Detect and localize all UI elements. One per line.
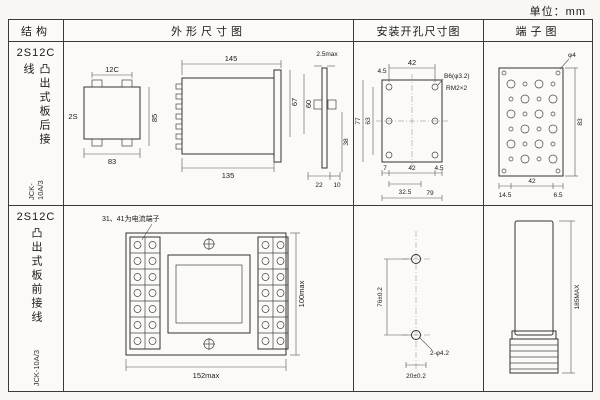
dim-front-width: 83	[108, 157, 116, 166]
outline-drawing-row1: 12C 2S 83 85 145	[68, 51, 350, 189]
outline-cell-row2: 31、41为电流端子	[64, 206, 354, 391]
terminal-plate: φ4 83 14.5 42 6.5	[498, 52, 584, 199]
side-view: 145 135 67 60	[175, 54, 313, 180]
dim-bot-a: 32.5	[399, 189, 412, 196]
dim-terminal-a: 14.5	[499, 192, 512, 199]
dim-left-outer: 77	[355, 117, 362, 125]
dim-left-inner: 63	[365, 117, 372, 125]
structure-cell-row2: 2S12C 凸出式板前接线 JCK-10A/3	[9, 206, 64, 391]
dim-top-span: 42	[408, 58, 416, 67]
outline-drawing-row2: 31、41为电流端子	[102, 214, 306, 380]
dim-overall-width: 152max	[193, 371, 220, 380]
dim-bot-c: 4.5	[434, 165, 443, 172]
front-wiring-view: 31、41为电流端子	[102, 214, 306, 380]
structure-cell-row1: 2S12C 凸出式板后接线 JCK-10A/3	[9, 42, 64, 206]
hole-spec-label: 2-φ4.2	[430, 350, 449, 357]
hole-spec-label: B6(φ3.2)	[444, 73, 470, 80]
model-label: 2S12C	[16, 47, 56, 59]
terminal-cell-row2: 185MAX	[484, 206, 592, 391]
dim-side-bottom: 135	[222, 171, 235, 180]
dim-top-offset: 4.5	[377, 68, 386, 75]
dim-terminal-height: 83	[577, 118, 584, 126]
dim-side-h1: 67	[290, 98, 299, 106]
mounting-drawing-row1: 42 4.5 B6(φ3.2) RM2×2 77 63 7 42 4.5	[355, 58, 470, 201]
terminal-drawing-row1: φ4 83 14.5 42 6.5	[498, 52, 584, 199]
structure-description: 凸出式板后接线	[22, 63, 50, 147]
relay-side-profile: 185MAX	[509, 220, 581, 374]
thread-spec-label: RM2×2	[446, 85, 468, 92]
header-outline: 外形尺寸图	[64, 20, 354, 42]
dim-side-top: 145	[225, 54, 238, 63]
mounting-hole-pattern: 76±0.2 2-φ4.2 20±0.2	[377, 231, 449, 380]
terminal-drawing-row2: 185MAX	[509, 220, 581, 374]
mounting-hole-pattern: 42 4.5 B6(φ3.2) RM2×2 77 63 7 42 4.5	[355, 58, 470, 201]
header-structure: 结构	[9, 20, 64, 42]
dimension-table: 结构 外形尺寸图 安装开孔尺寸图 端子图 2S12C 凸出式板后接线 JCK-1…	[8, 19, 593, 392]
mounting-cell-row2: 76±0.2 2-φ4.2 20±0.2	[354, 206, 484, 391]
header-mounting: 安装开孔尺寸图	[354, 20, 484, 42]
dim-side-h2: 60	[304, 100, 313, 108]
terminal-hole-label: φ4	[568, 52, 576, 59]
dim-front-top: 12C	[105, 65, 119, 74]
model-label: 2S12C	[16, 211, 56, 223]
dim-bot-total: 79	[426, 190, 434, 197]
current-terminal-note: 31、41为电流端子	[102, 214, 160, 223]
model-code: JCK-10A/3	[31, 349, 41, 386]
dim-panel-d3: 38	[343, 138, 350, 146]
structure-description: 凸出式板前接线	[30, 227, 42, 325]
dim-panel-d1: 22	[315, 182, 323, 189]
dim-panel-top: 2.5max	[316, 51, 338, 58]
dim-terminal-small: 6.5	[553, 192, 562, 199]
mounting-drawing-row2: 76±0.2 2-φ4.2 20±0.2	[377, 231, 449, 380]
dim-bot-offset: 7	[383, 165, 387, 172]
front-view: 12C 2S 83 85	[68, 65, 159, 166]
mounting-cell-row1: 42 4.5 B6(φ3.2) RM2×2 77 63 7 42 4.5	[354, 42, 484, 206]
dim-hole-span: 76±0.2	[377, 287, 384, 307]
unit-label: 单位：mm	[529, 6, 586, 18]
terminal-cell-row1: φ4 83 14.5 42 6.5	[484, 42, 592, 206]
dim-case-height: 185MAX	[574, 284, 581, 310]
dim-panel-d2: 10	[333, 182, 341, 189]
dim-overall-height: 100max	[297, 280, 306, 307]
dim-front-left: 2S	[68, 112, 77, 121]
model-code: JCK-10A/3	[27, 180, 45, 200]
outline-cell-row1: 12C 2S 83 85 145	[64, 42, 354, 206]
panel-section-view: 2.5max 22 10 38	[307, 51, 350, 189]
dim-front-height: 85	[150, 114, 159, 122]
dim-terminal-b: 42	[528, 178, 536, 185]
header-terminal: 端子图	[484, 20, 592, 42]
dim-bot-b: 42	[408, 165, 416, 172]
dim-hole-offset: 20±0.2	[406, 373, 426, 380]
